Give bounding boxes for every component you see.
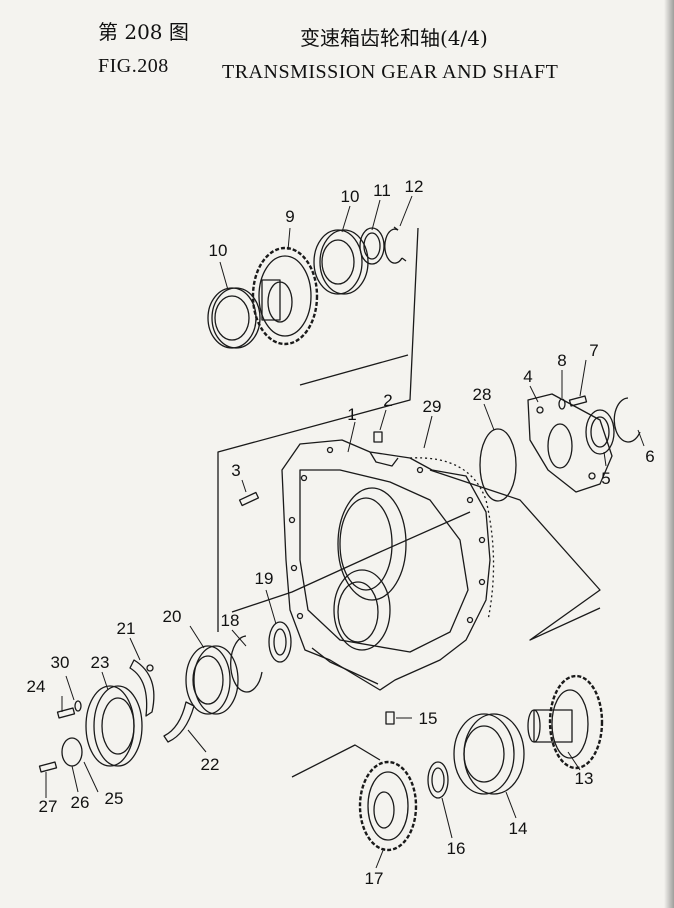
callout-24: 24 <box>27 677 46 696</box>
cover-4 <box>527 393 613 493</box>
ring-16 <box>427 761 449 799</box>
snap-ring-12 <box>384 226 407 264</box>
bolt-27 <box>38 761 58 773</box>
callout-5: 5 <box>601 469 610 488</box>
callout-17: 17 <box>365 869 384 888</box>
callout-7: 7 <box>589 341 598 360</box>
callout-22: 22 <box>201 755 220 774</box>
bearing-10-right <box>313 229 369 295</box>
page-edge-shadow <box>664 0 674 908</box>
group-leader-lines <box>217 227 601 778</box>
lock-plate-21 <box>129 659 155 717</box>
callout-18: 18 <box>221 611 240 630</box>
ring-19 <box>268 621 292 663</box>
washer-30 <box>74 700 82 712</box>
callout-25: 25 <box>105 789 124 808</box>
gasket-29 <box>409 457 495 621</box>
plug-2 <box>373 431 383 443</box>
snap-ring-6 <box>613 397 641 443</box>
gear-9 <box>251 246 319 346</box>
callout-26: 26 <box>71 793 90 812</box>
callout-6: 6 <box>645 447 654 466</box>
callout-15: 15 <box>419 709 438 728</box>
callout-29: 29 <box>423 397 442 416</box>
bearing-5 <box>585 409 615 455</box>
callout-leaders <box>45 195 645 869</box>
lock-plate-22 <box>163 701 195 743</box>
callout-10-left: 10 <box>209 241 228 260</box>
callout-9: 9 <box>285 207 294 226</box>
bolt-24 <box>56 707 76 719</box>
callout-28: 28 <box>473 385 492 404</box>
washer-8 <box>558 398 566 410</box>
callout-12: 12 <box>405 177 424 196</box>
callout-1: 1 <box>347 405 356 424</box>
callout-21: 21 <box>117 619 136 638</box>
figure-title-cn: 变速箱齿轮和轴(4/4) <box>300 26 488 50</box>
figure-number-cn: 第 208 图 <box>98 20 189 44</box>
bolt-7 <box>568 395 588 407</box>
retainer-23 <box>85 685 143 767</box>
bearing-14 <box>453 713 525 795</box>
figure-title-en: TRANSMISSION GEAR AND SHAFT <box>222 61 559 83</box>
figure-number-en: FIG.208 <box>98 55 169 77</box>
bearing-10-left <box>207 287 261 349</box>
callout-16: 16 <box>447 839 466 858</box>
transmission-case-1 <box>281 439 491 691</box>
snap-ring-18 <box>230 635 263 693</box>
callout-10-right: 10 <box>341 187 360 206</box>
gear-17 <box>358 760 418 852</box>
o-ring-28 <box>479 428 517 502</box>
plug-15 <box>385 711 395 725</box>
callout-20: 20 <box>163 607 182 626</box>
callout-8: 8 <box>557 351 566 370</box>
callout-13: 13 <box>575 769 594 788</box>
callout-27: 27 <box>39 797 58 816</box>
shaft-gear-13 <box>527 674 604 770</box>
callout-23: 23 <box>91 653 110 672</box>
callout-11: 11 <box>373 181 391 200</box>
dowel-pin-3 <box>238 491 260 507</box>
callout-14: 14 <box>509 819 528 838</box>
callout-2: 2 <box>383 391 392 410</box>
plate-26 <box>61 737 83 767</box>
callout-30: 30 <box>51 653 70 672</box>
callout-4: 4 <box>523 367 532 386</box>
callout-3: 3 <box>231 461 240 480</box>
bearing-20 <box>185 645 239 715</box>
callout-19: 19 <box>255 569 274 588</box>
spacer-ring-11 <box>359 227 385 265</box>
